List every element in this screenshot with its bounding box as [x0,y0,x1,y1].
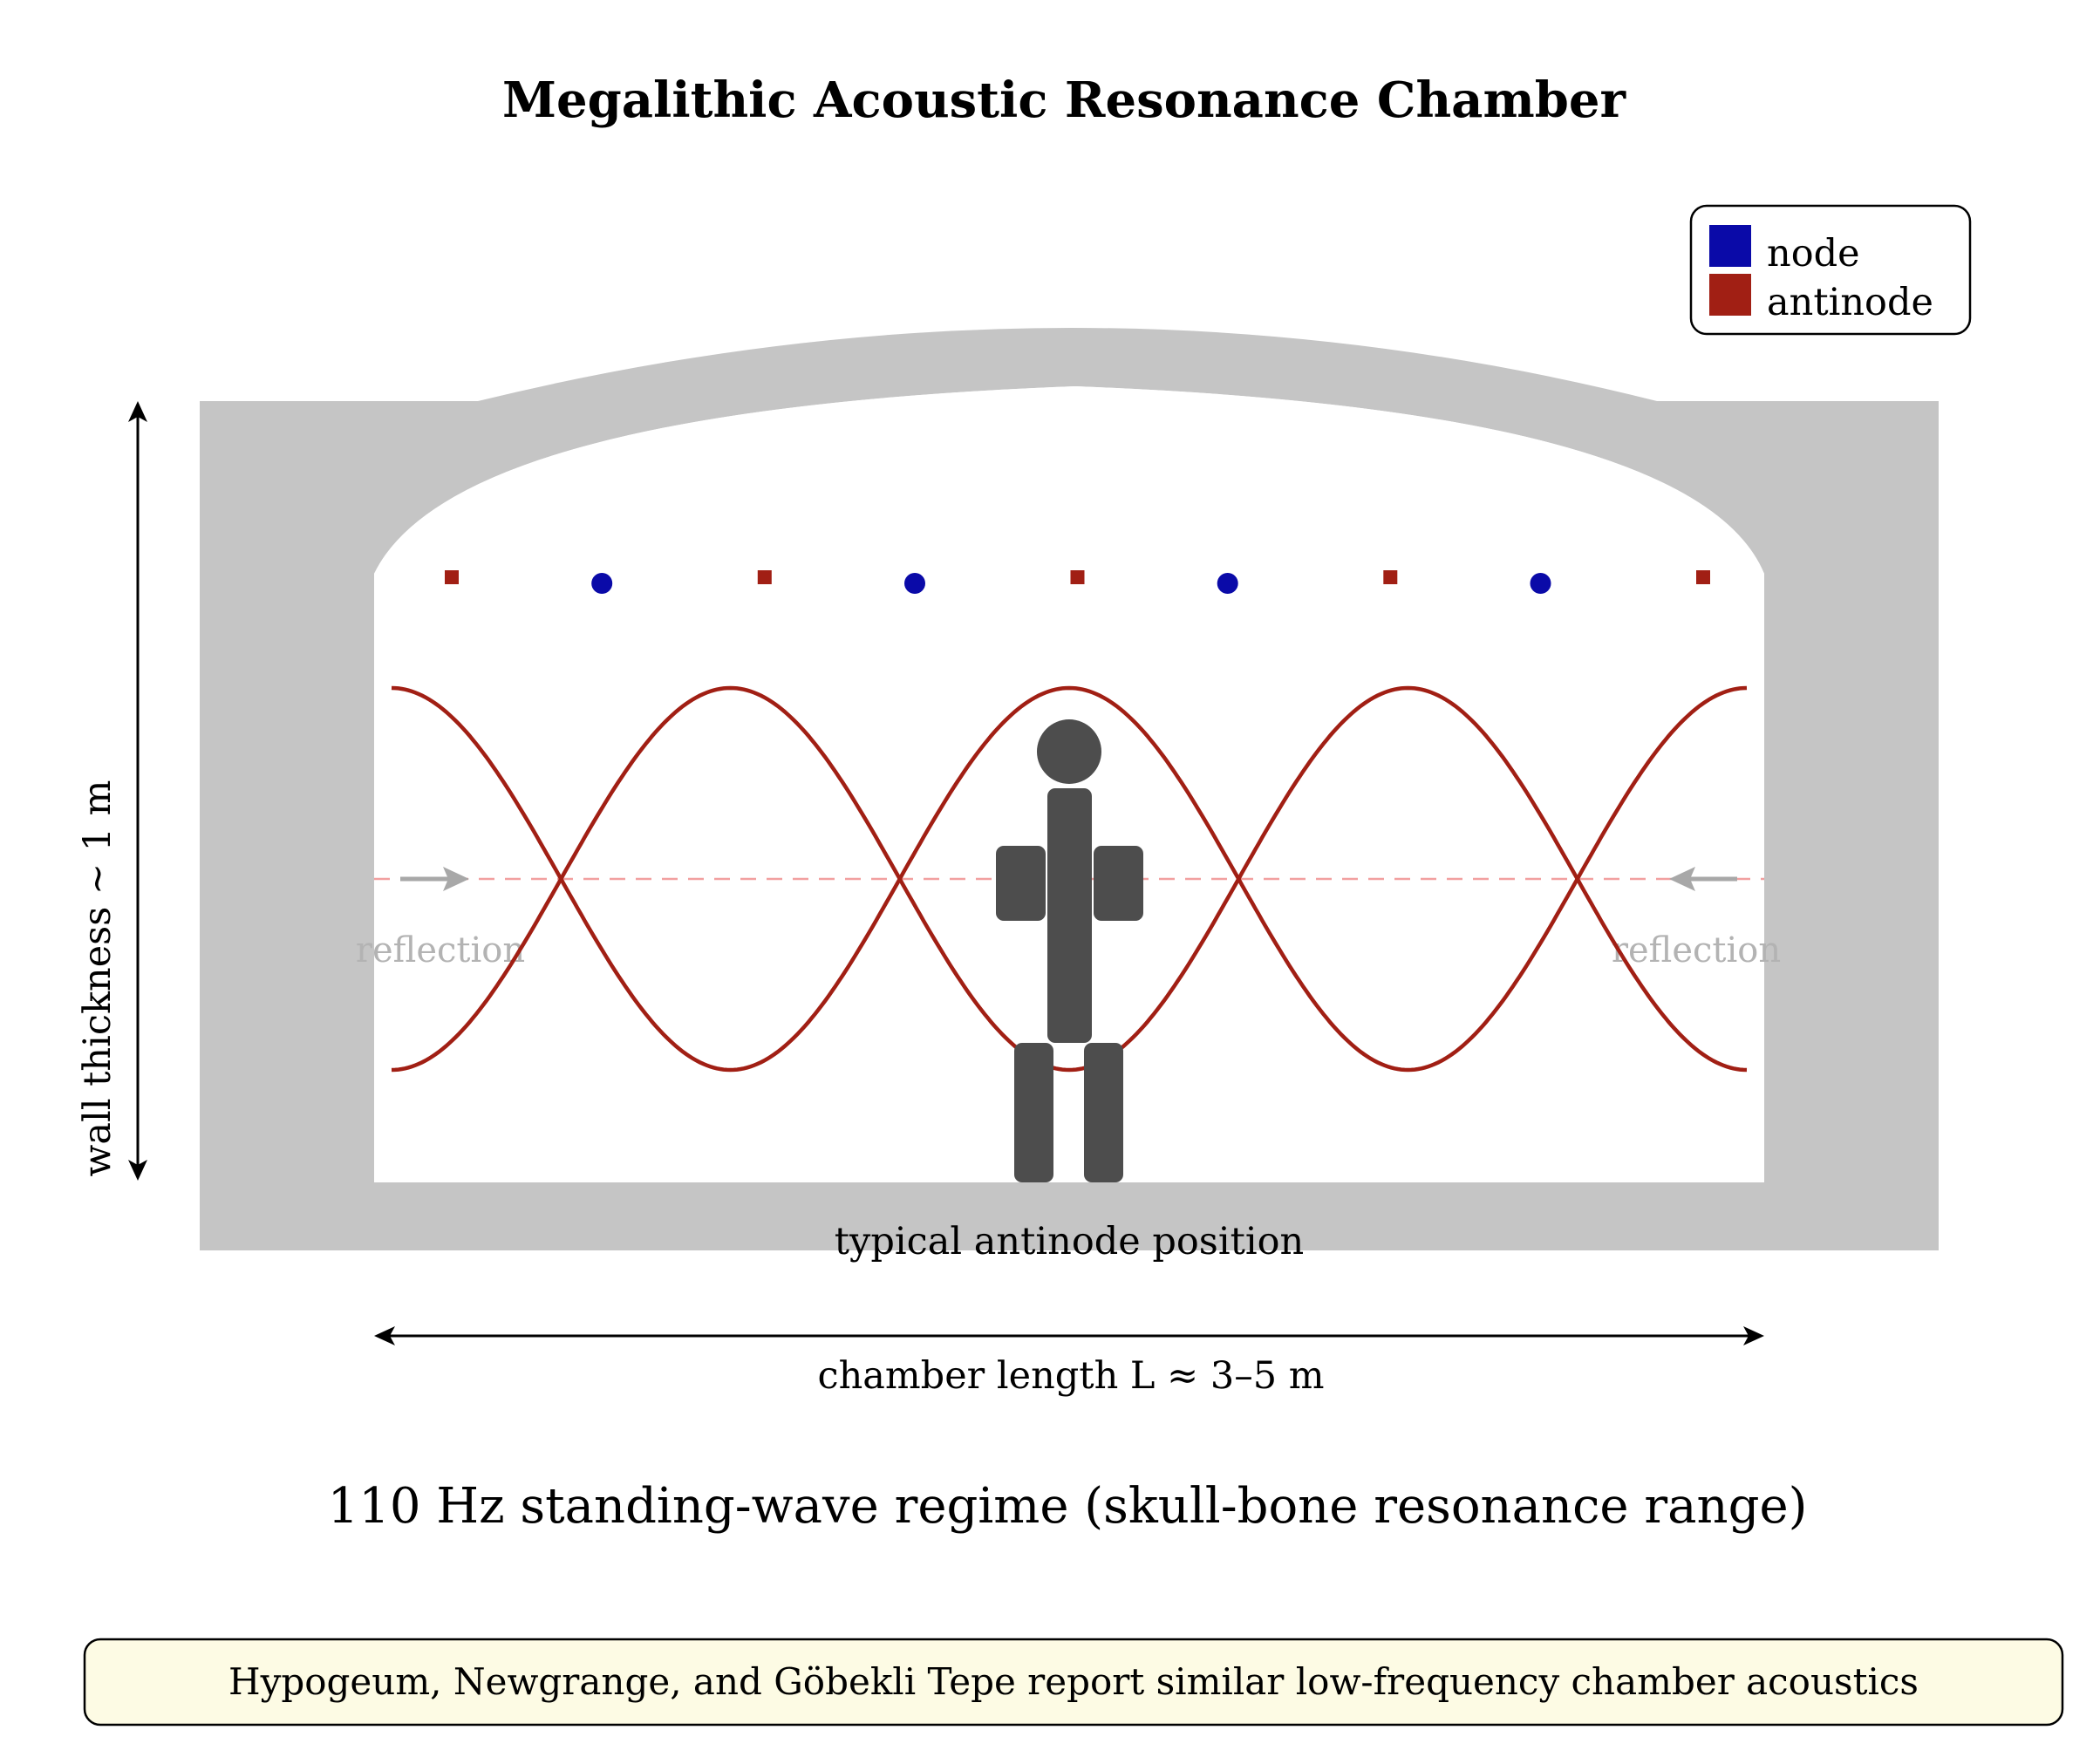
legend-node-swatch [1709,225,1751,267]
reflection-label-right: reflection [1612,930,1781,971]
wave-envelope-lower [391,685,1748,1073]
legend-antinode-swatch [1709,274,1751,316]
wave-envelope-upper [391,685,1748,1073]
chamber-interior [374,386,1764,1182]
stone-walls [200,328,1939,1250]
footnote-text: Hypogeum, Newgrange, and Göbekli Tepe re… [228,1660,1919,1703]
node-marker [1217,573,1238,594]
reflection-arrow-right-icon [400,867,469,891]
node-marker [904,573,925,594]
antinode-marker [1070,570,1085,584]
legend: node antinode [1689,204,1972,336]
antinode-marker [445,570,459,584]
reflection-label-left: reflection [356,930,525,971]
page-title: Megalithic Acoustic Resonance Chamber [502,72,1627,129]
wall-thickness-arrow [128,401,147,1181]
legend-node-label: node [1767,232,1860,276]
chamber-length-arrow [374,1326,1764,1345]
node-marker [1530,573,1551,594]
node-antinode-markers [445,570,1710,594]
antinode-position-label: typical antinode position [835,1220,1304,1263]
reflection-arrow-left-icon [1669,867,1737,891]
antinode-marker [1696,570,1710,584]
footnote-note: Hypogeum, Newgrange, and Göbekli Tepe re… [83,1638,2064,1727]
regime-label: 110 Hz standing-wave regime (skull-bone … [328,1478,1808,1535]
standing-wave [391,685,1748,1073]
legend-antinode-label: antinode [1767,281,1933,324]
chamber-length-label: chamber length L ≈ 3–5 m [817,1354,1324,1398]
wall-thickness-label: wall thickness ~ 1 m [76,780,119,1177]
antinode-marker [1383,570,1398,584]
human-figure-icon [996,719,1143,1182]
node-marker [591,573,613,594]
antinode-marker [757,570,772,584]
